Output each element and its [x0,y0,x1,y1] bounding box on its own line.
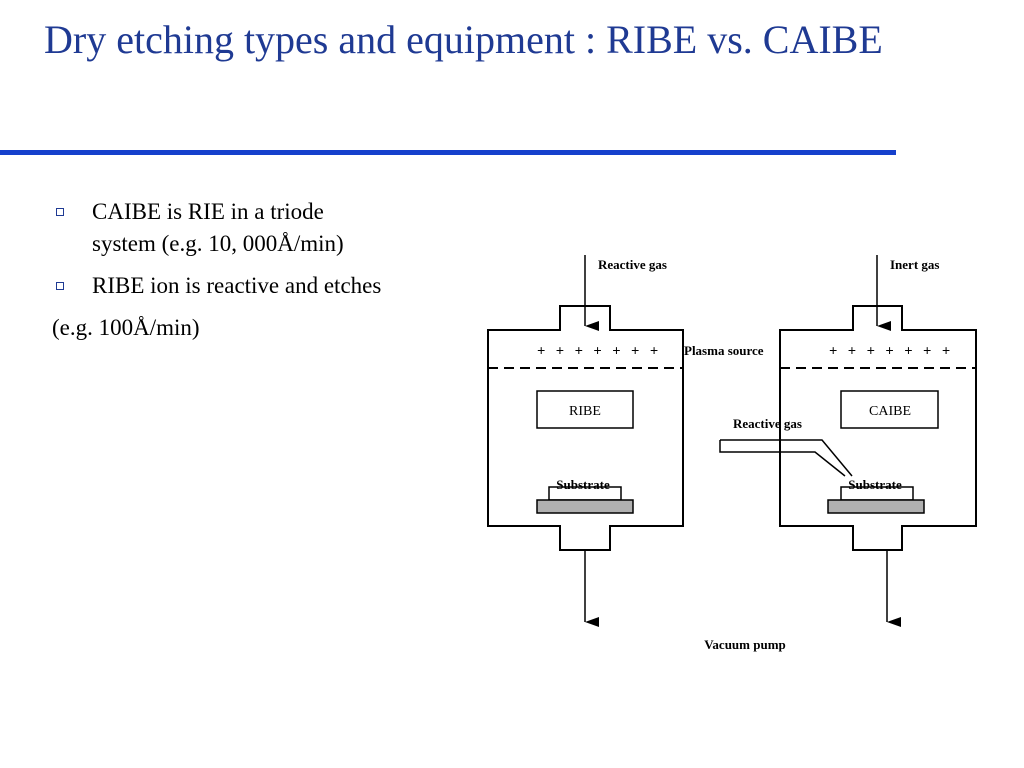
bullet-text: CAIBE is RIE in a triode [92,199,324,224]
ribe-chamber [487,305,684,551]
bullet-item: CAIBE is RIE in a triode system (e.g. 10… [52,196,472,260]
inert-gas-label: Inert gas [890,257,939,272]
bullet-continuation: (e.g. 100Å/min) [52,315,200,340]
square-bullet-icon [56,208,64,216]
bullet-item: RIBE ion is reactive and etches [52,270,472,302]
substrate-right-label: Substrate [848,477,902,492]
bullet-list: CAIBE is RIE in a triode system (e.g. 10… [52,196,472,312]
reactive-gas-inlet-tube [719,439,853,477]
plasma-source-label: Plasma source [684,343,764,358]
side-reactive-gas-label: Reactive gas [733,416,802,431]
bullet-text: RIBE ion is reactive and etches [92,273,382,298]
plasma-charge-left: + + + + + + + [537,344,659,360]
reactive-gas-label: Reactive gas [598,257,667,272]
caibe-chamber [779,305,977,551]
slide-title: Dry etching types and equipment : RIBE v… [44,17,883,62]
substrate-plate-left [536,499,634,514]
etching-diagram: Reactive gas Inert gas + + + + + + + + +… [487,255,977,652]
bullet-text: system (e.g. 10, 000Å/min) [92,231,344,256]
title-divider [0,150,896,155]
ribe-box [536,390,634,429]
caibe-box [840,390,939,429]
square-bullet-icon [56,282,64,290]
ribe-box-label: RIBE [569,404,601,419]
vacuum-pump-label: Vacuum pump [704,637,786,652]
caibe-box-label: CAIBE [869,404,911,419]
substrate-plate-right [827,499,925,514]
substrate-left-label: Substrate [556,477,610,492]
plasma-charge-right: + + + + + + + [829,344,951,360]
